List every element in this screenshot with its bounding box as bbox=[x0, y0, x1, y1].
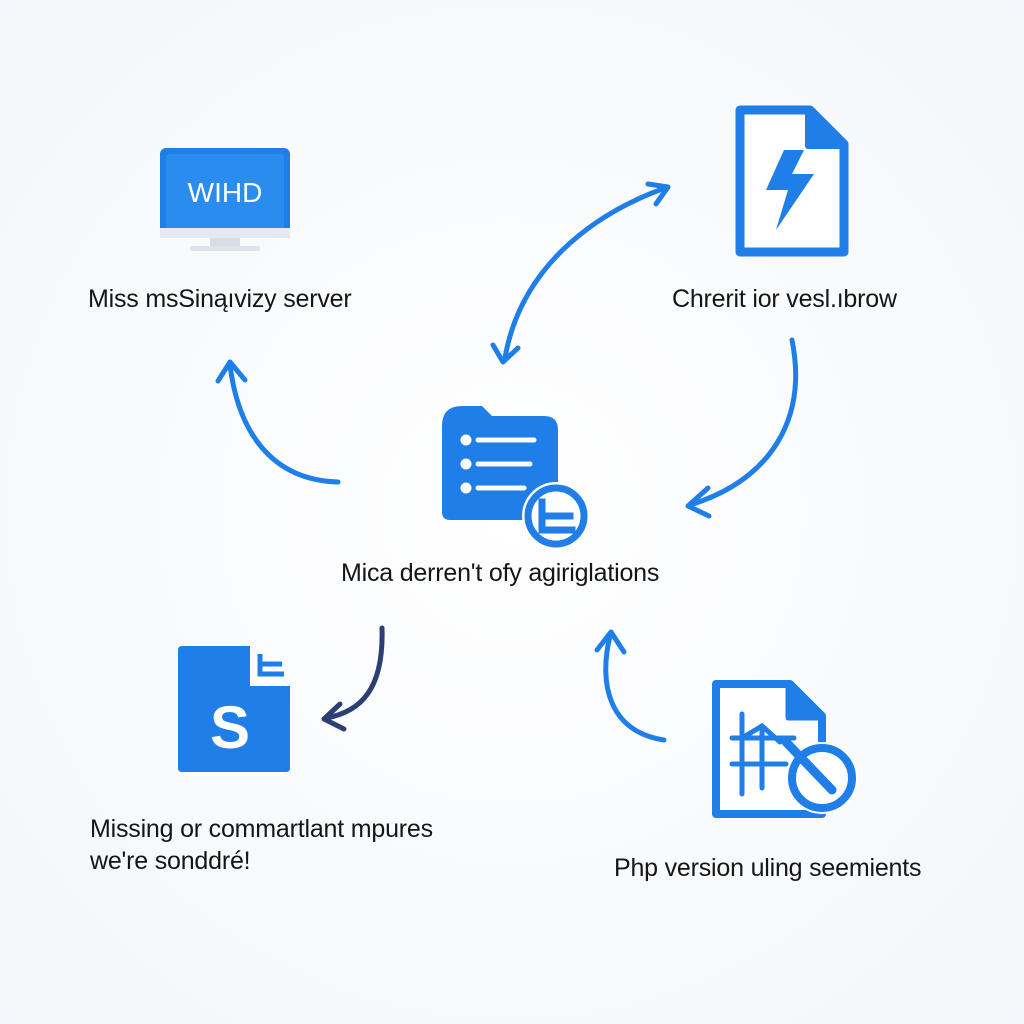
label-monitor: Miss msSinąıvizy server bbox=[88, 283, 352, 315]
arrowhead-top-left bbox=[490, 342, 521, 365]
arrowhead-lower-left bbox=[321, 701, 347, 732]
folder-list-icon bbox=[442, 406, 590, 550]
arrow-left-arc bbox=[227, 362, 341, 485]
arrowhead-right bbox=[685, 485, 712, 519]
label-s-doc-line-1: Missing or commartlant mpures bbox=[90, 815, 433, 843]
arrowhead-lower-right bbox=[594, 629, 627, 655]
arrow-lower-left bbox=[323, 625, 385, 721]
arrow-right-arc bbox=[687, 337, 798, 508]
lightning-document-icon bbox=[735, 105, 849, 257]
s-document-icon-text: S bbox=[210, 694, 250, 761]
label-monitor-line-1: Miss msSinąıvizy server bbox=[88, 285, 352, 313]
monitor-icon: WIHD bbox=[160, 148, 290, 251]
arrowhead-top-right bbox=[645, 181, 671, 207]
chart-document-icon bbox=[712, 680, 858, 818]
label-s-doc: Missing or commartlant mpures we're sond… bbox=[90, 813, 433, 877]
arrow-lower-right bbox=[603, 633, 667, 743]
label-lightning-doc-line-1: Chrerit ior vesl.ıbrow bbox=[672, 285, 897, 313]
arrowhead-left-up bbox=[215, 359, 248, 384]
label-lightning-doc: Chrerit ior vesl.ıbrow bbox=[672, 283, 897, 315]
monitor-icon-text: WIHD bbox=[188, 177, 263, 208]
arrow-top-arc bbox=[502, 185, 668, 361]
s-document-icon: S bbox=[178, 646, 290, 772]
label-s-doc-line-2: we're sonddré! bbox=[90, 847, 251, 875]
label-center-folder: Mica derren't ofy agiriglations bbox=[341, 557, 659, 589]
label-center-folder-line-1: Mica derren't ofy agiriglations bbox=[341, 559, 660, 587]
label-chart-doc: Php version uling seemients bbox=[614, 852, 921, 884]
label-chart-doc-line-1: Php version uling seemients bbox=[614, 854, 922, 882]
